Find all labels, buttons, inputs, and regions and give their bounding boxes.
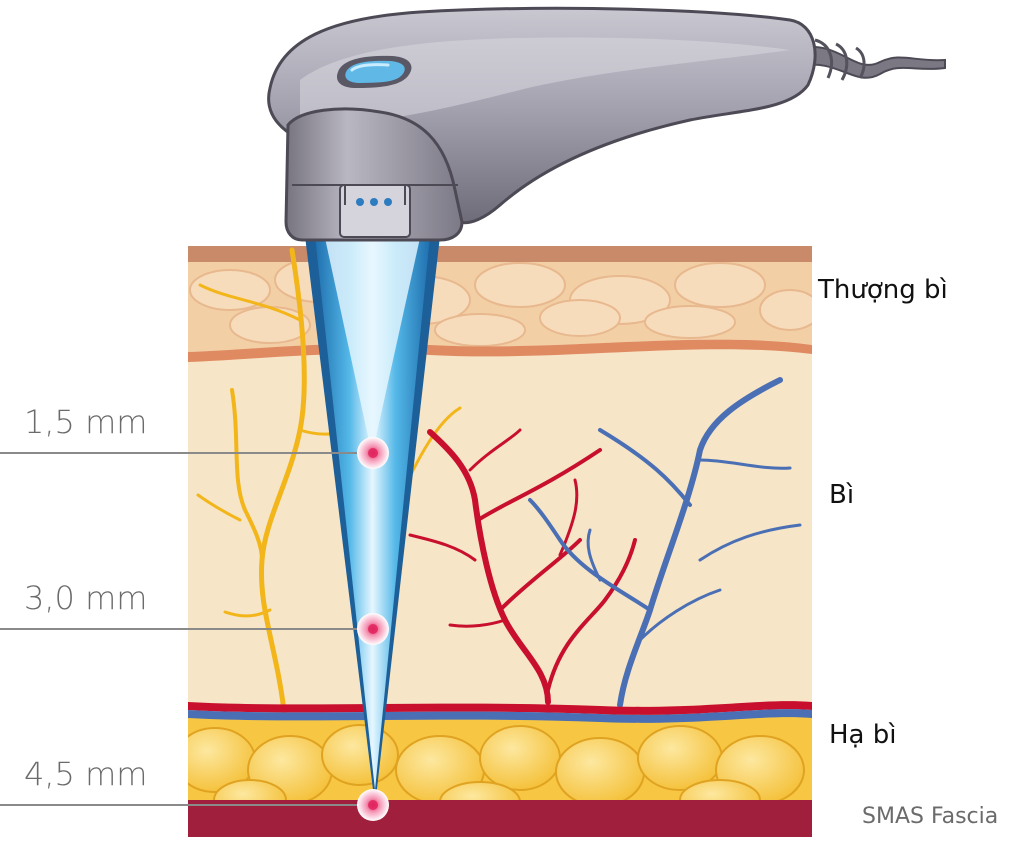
epidermis-cell	[674, 262, 766, 308]
hypodermis-layer	[188, 701, 812, 804]
depth-label-2: 3,0 mm	[24, 579, 148, 617]
fat-cell	[555, 737, 645, 804]
epidermis-cell	[539, 299, 621, 337]
layer-label-dermis: Bì	[829, 480, 855, 510]
epidermis-cell	[474, 262, 566, 308]
epidermis-cell	[644, 305, 736, 339]
layer-label-smas: SMAS Fascia	[862, 804, 999, 829]
layer-label-hypodermis: Hạ bì	[829, 720, 897, 750]
fat-cell	[479, 725, 561, 791]
focal-point-core-1	[368, 448, 378, 458]
ultrasound-handpiece	[267, 6, 946, 242]
epidermis-cell	[434, 313, 526, 347]
vein-branches	[528, 377, 802, 708]
focal-point-core-3	[368, 800, 378, 810]
depth-label-3: 4,5 mm	[24, 755, 148, 793]
smas-fascia-layer	[188, 800, 812, 837]
epidermis-cell	[189, 269, 271, 311]
depth-markers	[0, 437, 389, 821]
fat-cell	[321, 724, 399, 786]
epidermis-cell	[759, 289, 812, 331]
focal-point-core-2	[368, 624, 378, 634]
handpiece-window	[336, 55, 412, 88]
layer-label-epidermis: Thượng bì	[818, 275, 948, 305]
indicator-dots	[356, 198, 392, 206]
ultrasound-beam	[305, 236, 440, 806]
artery-branches	[408, 428, 637, 705]
handpiece-cable	[799, 45, 946, 79]
depth-label-1: 1,5 mm	[24, 403, 148, 441]
dermis-layer	[188, 340, 812, 720]
handpiece-head	[284, 107, 464, 242]
epidermis-layer	[188, 246, 812, 362]
